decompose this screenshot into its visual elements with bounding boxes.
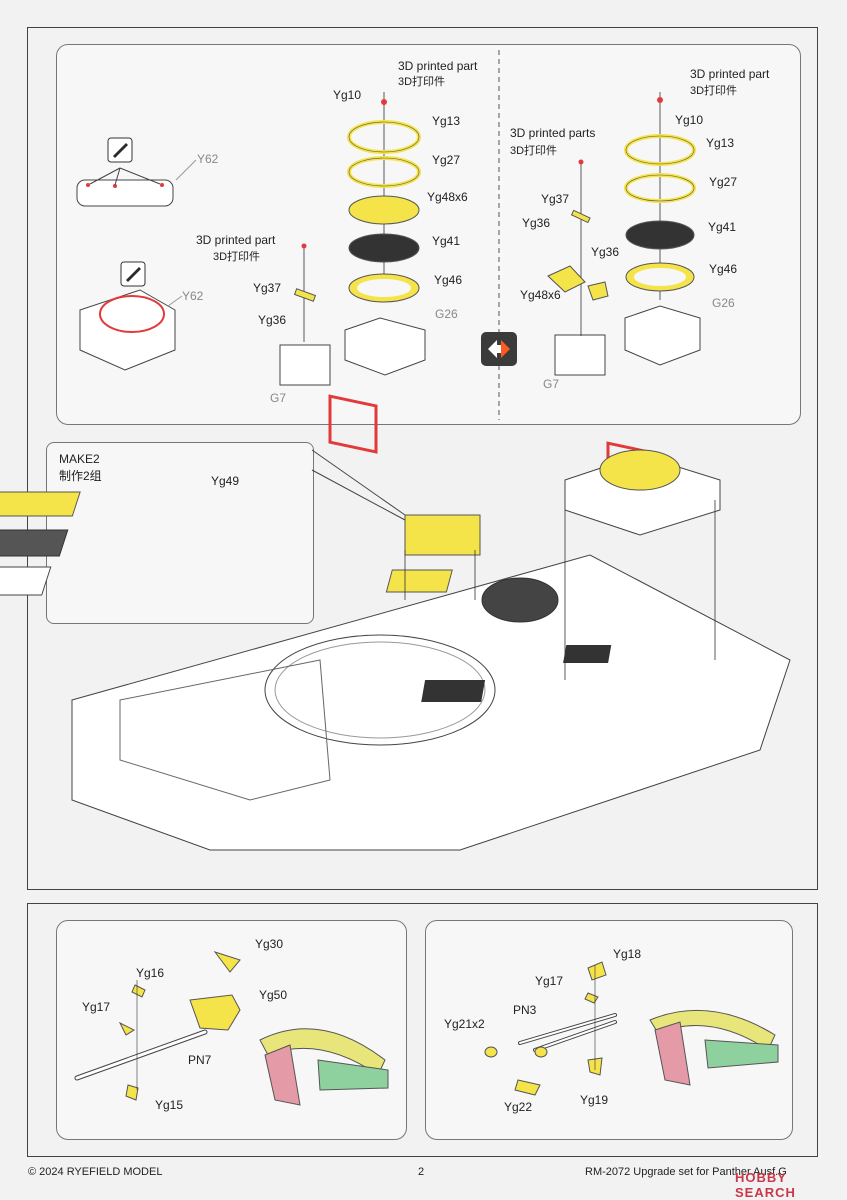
right-yg36a-label: Yg36 [522,216,551,230]
bottom-left-panel [56,920,407,1140]
watermark: HOBBY SEARCH [735,1170,796,1200]
left-yg48x6-label: Yg48x6 [427,190,468,204]
footer-page-number: 2 [418,1166,425,1178]
br-yg19-label: Yg19 [580,1093,609,1107]
left-yg10-label: Yg10 [333,88,362,102]
y62-label-b: Y62 [182,289,204,303]
br-yg17-label: Yg17 [535,974,564,988]
right-yg37-label: Yg37 [541,192,570,206]
br-yg18-label: Yg18 [613,947,642,961]
right-printed-label: 3D printed part [690,67,770,81]
left-g7-label: G7 [270,391,287,405]
y62-label-a: Y62 [197,152,219,166]
right-yg10-label: Yg10 [675,113,704,127]
left-yg37-label: Yg37 [253,281,282,295]
bl-yg30-label: Yg30 [255,937,284,951]
alternative-arrows-icon [481,332,517,366]
left-printed-label: 3D printed part [398,59,478,73]
bl-yg50-label: Yg50 [259,988,288,1002]
left-printed2-label: 3D printed part [196,233,276,247]
right-printed-cn-label: 3D打印件 [690,85,738,97]
right-yg13-label: Yg13 [706,136,735,150]
right-printed-parts-label: 3D printed parts [510,126,596,140]
left-yg36-label: Yg36 [258,313,287,327]
br-yg21x2-label: Yg21x2 [444,1017,485,1031]
bl-yg16-label: Yg16 [136,966,165,980]
tweezer-tool-icon [107,137,133,163]
knife-tool-icon [120,261,146,287]
make2-cn-label: 制作2组 [59,469,102,483]
left-printed2-cn-label: 3D打印件 [213,251,261,263]
left-yg27-label: Yg27 [432,153,461,167]
bl-yg15-label: Yg15 [155,1098,184,1112]
bottom-section-frame [27,903,818,1157]
right-printed-parts-cn-label: 3D打印件 [510,145,558,157]
left-yg46-label: Yg46 [434,273,463,287]
right-yg27-label: Yg27 [709,175,738,189]
right-yg46-label: Yg46 [709,262,738,276]
top-section-frame [27,27,818,890]
left-printed-cn-label: 3D打印件 [398,76,446,88]
right-g7-label: G7 [543,377,560,391]
br-pn3-label: PN3 [513,1003,537,1017]
right-yg48x6-label: Yg48x6 [520,288,561,302]
right-g26-label: G26 [712,296,735,310]
left-yg41-label: Yg41 [432,234,461,248]
left-g26-label: G26 [435,307,458,321]
bl-pn7-label: PN7 [188,1053,212,1067]
right-yg36b-label: Yg36 [591,245,620,259]
make2-label: MAKE2 [59,452,100,466]
yg49-label: Yg49 [211,474,240,488]
br-yg22-label: Yg22 [504,1100,533,1114]
make2-callout-panel [46,442,314,624]
left-yg13-label: Yg13 [432,114,461,128]
footer-copyright: © 2024 RYEFIELD MODEL [28,1166,163,1178]
right-yg41-label: Yg41 [708,220,737,234]
bl-yg17-label: Yg17 [82,1000,111,1014]
footer-product-code: RM-2072 Upgrade set for Panther Ausf.G [585,1166,787,1178]
